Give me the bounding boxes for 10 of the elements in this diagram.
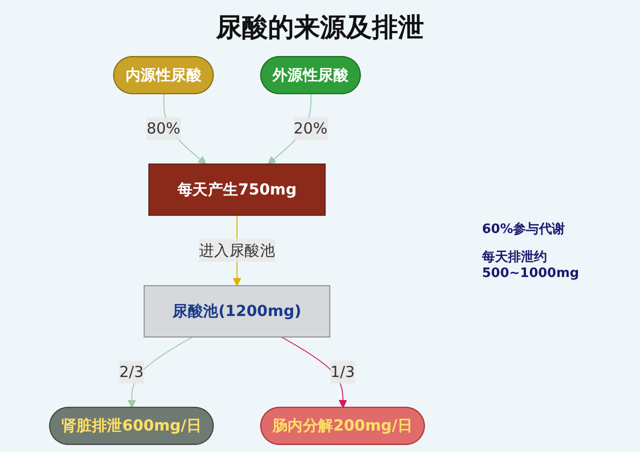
edge-label: 20% — [294, 119, 328, 138]
edge-label: 1/3 — [330, 362, 355, 381]
note-text: 60%参与代谢 — [482, 221, 566, 238]
edge-label: 80% — [146, 119, 180, 138]
note-text: 每天排泄约500~1000mg — [482, 249, 580, 281]
edge-label: 2/3 — [119, 362, 144, 381]
title: 尿酸的来源及排泄 — [216, 12, 424, 45]
node-box: 尿酸池(1200mg) — [144, 285, 330, 338]
node-box: 每天产生750mg — [148, 164, 326, 216]
edge-label: 进入尿酸池 — [198, 240, 276, 260]
